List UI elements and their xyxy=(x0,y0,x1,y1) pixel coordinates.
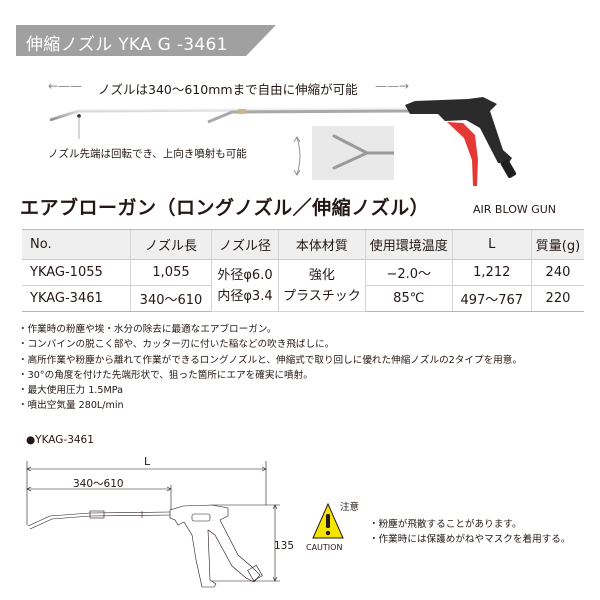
cell-no: YKAG-1055 xyxy=(22,259,131,286)
header-L: L xyxy=(451,229,532,260)
cell-material: 強化 プラスチック xyxy=(278,259,366,312)
red-trigger xyxy=(447,122,478,186)
banner-shape xyxy=(16,25,276,56)
title-banner: 伸縮ノズル YKA G -3461 xyxy=(16,25,276,56)
caution-label: CAUTION xyxy=(306,543,343,552)
cell-L: 1,212 xyxy=(451,259,532,286)
spec-table: No. ノズル長 ノズル径 本体材質 使用環境温度 L 質量(g) YKAG-1… xyxy=(22,229,585,312)
table-row: YKAG-1055 1,055 外径φ6.0 内径φ3.4 強化 プラスチック … xyxy=(22,259,585,312)
cell-temp-max: 85℃ xyxy=(364,285,453,312)
cell-mass: 220 xyxy=(530,285,585,312)
dimension-height-label: 135 xyxy=(274,540,295,552)
cell-mass: 240 xyxy=(530,259,585,286)
header-nozzle-diameter: ノズル径 xyxy=(211,229,279,260)
feature-item: 噴出空気量 280L/min xyxy=(18,398,522,413)
diameter-outer: 外径φ6.0 xyxy=(217,267,273,283)
feature-item: コンバインの脱こく部や、カッター刃に付いた稲などの吹き飛ばしに。 xyxy=(18,337,522,352)
dimension-drawing xyxy=(26,461,280,588)
cell-temp-min: −2.0〜 xyxy=(364,259,453,286)
hose-coupler xyxy=(500,159,517,179)
cell-no: YKAG-3461 xyxy=(22,285,131,312)
product-heading: エアブローガン（ロングノズル／伸縮ノズル） xyxy=(20,197,430,219)
diagram-model-label: ●YKAG-3461 xyxy=(26,434,94,446)
arrow-left-icon: ←—— xyxy=(48,79,83,93)
rotate-arrow-icon xyxy=(293,136,301,176)
feature-item: 30°の角度を付けた先端形状で、狙った箇所にエアを確実に噴射。 xyxy=(18,368,522,383)
caution-title: 注意 xyxy=(340,502,360,513)
feature-item: 最大使用圧力 1.5MPa xyxy=(18,383,522,398)
diameter-inner: 内径φ3.4 xyxy=(217,288,273,304)
table-row: YKAG-3461 340〜610 85℃ 497〜767 220 xyxy=(22,285,585,312)
cell-nozzle-length: 340〜610 xyxy=(130,285,212,312)
product-subtitle: AIR BLOW GUN xyxy=(473,203,557,216)
cell-L: 497〜767 xyxy=(451,285,532,312)
dimension-L-label: L xyxy=(144,455,151,468)
nozzle-tip-photo xyxy=(312,126,396,180)
nozzle-joint xyxy=(238,109,246,114)
tip-rotation-caption: ノズル先端は回転でき、上向き噴射も可能 xyxy=(48,148,247,160)
caution-note: 作業時には保護めがねやマスクを着用する。 xyxy=(369,532,571,547)
header-nozzle-length: ノズル長 xyxy=(130,229,212,260)
table-header-row: No. ノズル長 ノズル径 本体材質 使用環境温度 L 質量(g) xyxy=(22,229,585,260)
banner-title: 伸縮ノズル YKA G -3461 xyxy=(26,35,228,55)
dimension-nozzle-label: 340〜610 xyxy=(73,478,124,490)
caution-notes: 粉塵が飛散することがあります。 作業時には保護めがねやマスクを着用する。 xyxy=(369,517,571,547)
header-no: No. xyxy=(22,229,131,260)
arrow-right-icon: ——→ xyxy=(375,79,410,93)
gun-body xyxy=(405,97,512,164)
extend-caption: ノズルは340〜610mmまで自由に伸縮が可能 xyxy=(98,82,358,97)
air-blow-gun-photo xyxy=(49,97,517,186)
header-temperature: 使用環境温度 xyxy=(364,229,453,260)
material-line2: プラスチック xyxy=(283,288,361,304)
cell-nozzle-length: 1,055 xyxy=(130,259,212,286)
feature-item: 作業時の粉塵や埃・水分の除去に最適なエアブローガン。 xyxy=(18,322,522,337)
y-nozzle-icon xyxy=(332,134,396,170)
feature-list: 作業時の粉塵や埃・水分の除去に最適なエアブローガン。 コンバインの脱こく部や、カ… xyxy=(18,322,522,414)
header-material: 本体材質 xyxy=(278,229,366,260)
caution-note: 粉塵が飛散することがあります。 xyxy=(369,517,570,532)
caution-warning-icon xyxy=(312,502,344,539)
material-line1: 強化 xyxy=(308,267,335,283)
cell-nozzle-diameter: 外径φ6.0 内径φ3.4 xyxy=(211,259,279,312)
header-mass: 質量(g) xyxy=(530,229,585,260)
feature-item: 高所作業や粉塵から離れて作業ができるロングノズルと、伸縮式で取り回しに優れた伸縮… xyxy=(18,353,522,368)
